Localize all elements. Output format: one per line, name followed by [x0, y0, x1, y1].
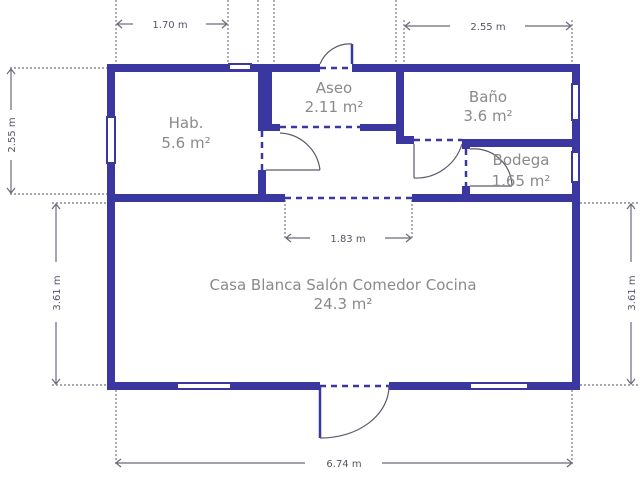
- window-icon: [571, 151, 580, 183]
- window-icon: [469, 382, 529, 390]
- dimension-arrows: [6, 19, 636, 468]
- bodega-door-icon: [469, 148, 513, 187]
- room-labels: Hab. 5.6 m² Aseo 2.11 m² Baño 3.6 m² Bod…: [161, 79, 550, 313]
- room-name-hab: Hab.: [169, 114, 204, 132]
- dimension-guides: [10, 0, 640, 465]
- room-name-bodega: Bodega: [493, 151, 550, 169]
- room-name-aseo: Aseo: [316, 79, 352, 97]
- window-icon: [571, 83, 580, 121]
- aseo-door-icon: [319, 43, 354, 65]
- hab-door-icon: [266, 132, 321, 171]
- room-area-salon: 24.3 m²: [314, 295, 373, 313]
- room-area-bodega: 1.65 m²: [492, 172, 551, 190]
- dimension-labels: 1.70 m 2.55 m 1.83 m 6.74 m 2.55 m 3.61 …: [7, 20, 638, 470]
- windows: [106, 63, 580, 390]
- room-name-bano: Baño: [469, 88, 507, 106]
- room-area-bano: 3.6 m²: [463, 107, 512, 125]
- room-name-salon: Casa Blanca Salón Comedor Cocina: [209, 276, 476, 294]
- dim-top-right: 2.55 m: [470, 22, 505, 33]
- dim-total-width: 6.74 m: [326, 459, 361, 470]
- window-icon: [228, 63, 252, 71]
- window-icon: [106, 116, 116, 164]
- room-area-aseo: 2.11 m²: [305, 98, 364, 116]
- openings: [260, 66, 468, 388]
- dim-right-lower: 3.61 m: [627, 275, 638, 310]
- room-area-hab: 5.6 m²: [161, 134, 210, 152]
- bano-door-icon: [413, 143, 463, 179]
- dim-left-lower: 3.61 m: [52, 275, 63, 310]
- window-icon: [176, 382, 232, 390]
- dim-left-upper: 2.55 m: [7, 117, 18, 152]
- dim-top-left: 1.70 m: [152, 20, 187, 31]
- entry-door-icon: [318, 385, 390, 439]
- dim-corridor: 1.83 m: [330, 234, 365, 245]
- doors: [266, 43, 513, 439]
